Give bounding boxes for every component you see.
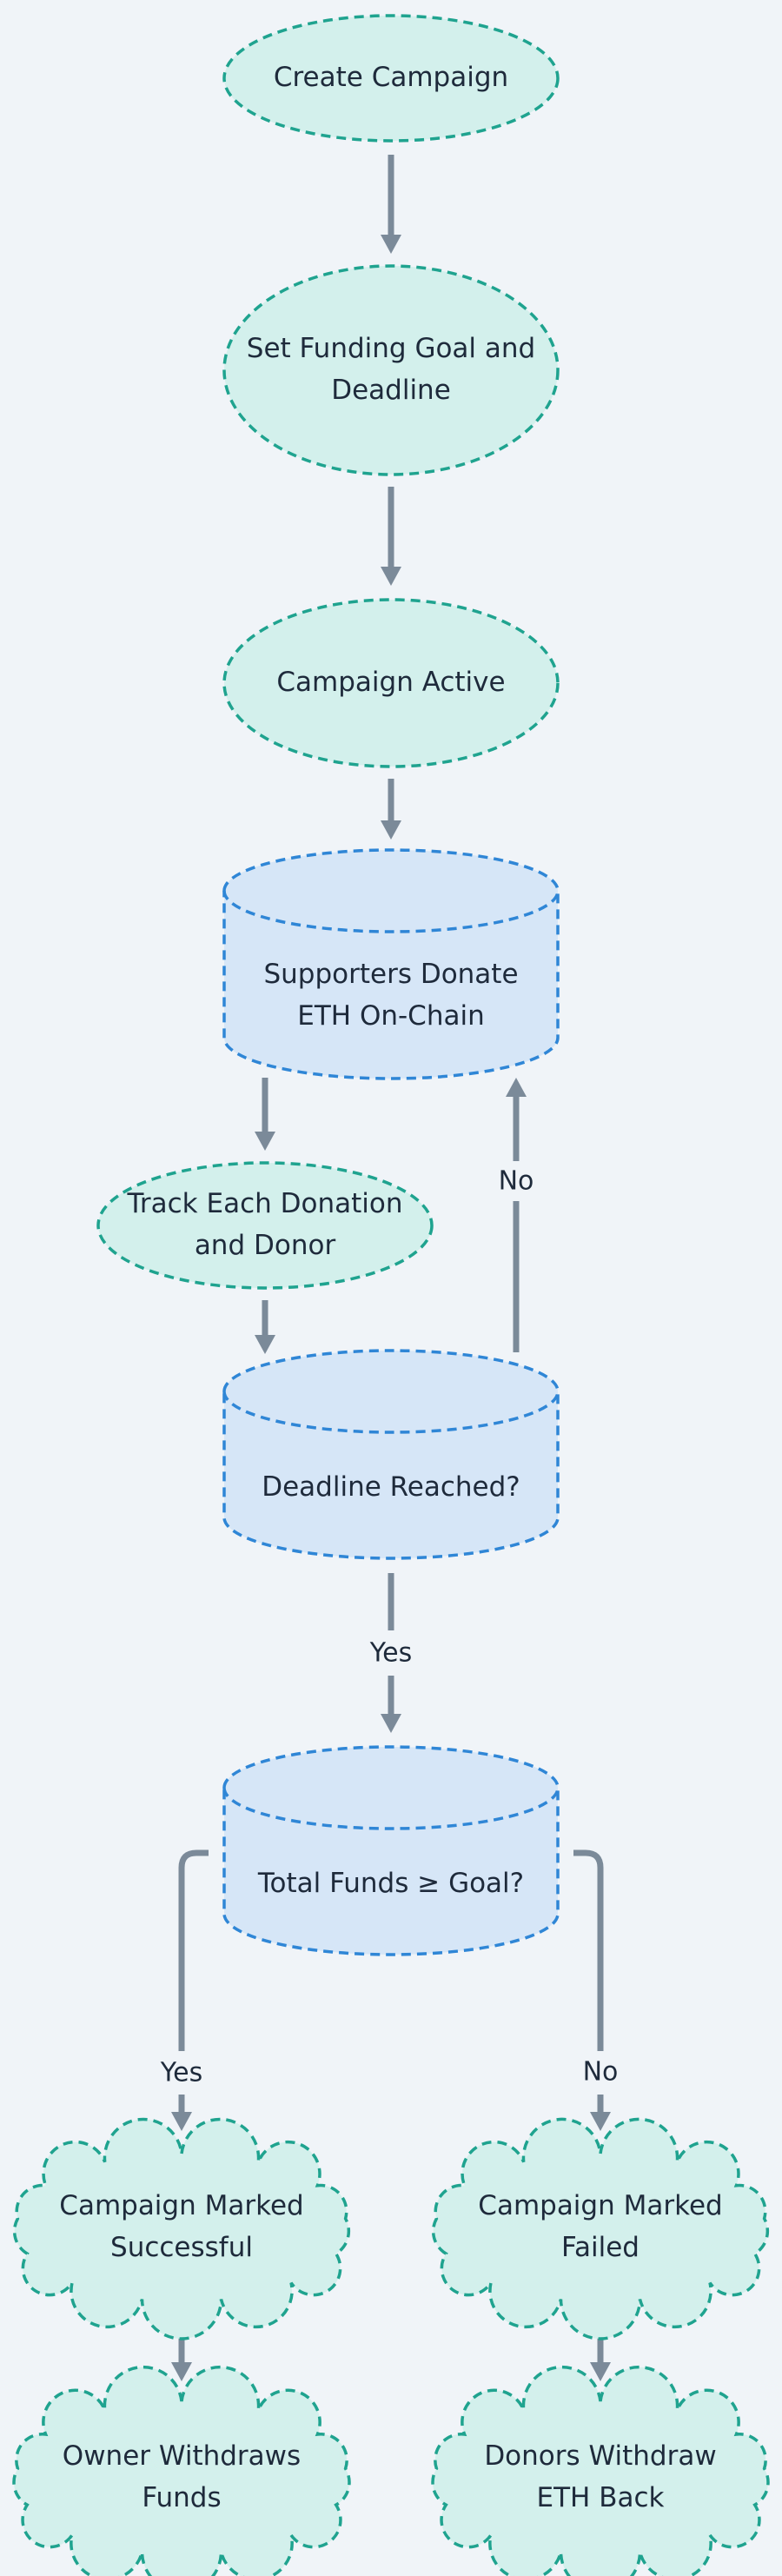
- cloud-shape: [431, 2365, 770, 2576]
- cloud-outline: [12, 2117, 351, 2340]
- node-label-line: Deadline Reached?: [262, 1471, 520, 1503]
- node-label-line: Supporters Donate: [263, 959, 518, 990]
- node-campaign-active: Campaign Active: [222, 598, 560, 768]
- node-label: Create Campaign: [274, 62, 508, 93]
- cloud-outline: [431, 2117, 770, 2340]
- node-label-line: Track Each Donation: [127, 1188, 403, 1219]
- arrowhead-icon: [171, 2112, 192, 2131]
- cylinder-rim: [222, 890, 560, 933]
- node-label-line: Successful: [110, 2232, 253, 2263]
- cylinder-shape: [222, 1349, 560, 1560]
- node-label-line: Total Funds ≥ Goal?: [257, 1868, 524, 1899]
- node-label: Track Each Donation and Donor: [127, 1188, 403, 1261]
- arrowhead-icon: [506, 1078, 527, 1097]
- edge-labels: No Yes Yes No: [160, 1166, 619, 2088]
- edge-goal-no: [573, 1849, 604, 2051]
- ellipse-shape: [222, 264, 560, 476]
- node-label-line: Owner Withdraws: [63, 2440, 301, 2472]
- edge-label-deadline-yes: Yes: [369, 1638, 412, 1669]
- arrowhead-icon: [381, 820, 401, 840]
- edges: [171, 155, 611, 2381]
- cloud-outline: [431, 2365, 770, 2576]
- arrowhead-icon: [255, 1132, 275, 1151]
- node-label-line: and Donor: [195, 1230, 336, 1261]
- node-label-line: Deadline: [331, 375, 451, 406]
- node-label-line: Donors Withdraw: [484, 2440, 716, 2472]
- node-label-line: Campaign Active: [276, 667, 505, 698]
- node-label-line: Funds: [142, 2482, 221, 2513]
- node-total-funds: Total Funds ≥ Goal?: [222, 1745, 560, 1956]
- edge-label-goal-no: No: [583, 2057, 619, 2088]
- cylinder-rim: [222, 1787, 560, 1830]
- arrowhead-icon: [381, 235, 401, 254]
- cylinder-shape: [222, 1745, 560, 1956]
- node-label: Campaign Active: [276, 667, 505, 698]
- arrowhead-icon: [381, 567, 401, 586]
- cylinder-shape: [222, 848, 560, 1080]
- arrowhead-icon: [171, 2362, 192, 2381]
- node-label-line: Campaign Marked: [59, 2190, 303, 2221]
- cloud-shape: [431, 2117, 770, 2340]
- node-deadline-reached: Deadline Reached?: [222, 1349, 560, 1560]
- cylinder-rim: [222, 1391, 560, 1434]
- edge-label-goal-yes: Yes: [160, 2058, 202, 2088]
- edge-label-no-loop: No: [499, 1166, 534, 1197]
- node-label-line: Failed: [561, 2232, 640, 2263]
- cloud-shape: [12, 2117, 351, 2340]
- arrowhead-icon: [590, 2362, 611, 2381]
- ellipse-shape: [96, 1161, 434, 1290]
- node-label: Deadline Reached?: [262, 1471, 520, 1503]
- node-label-line: ETH Back: [537, 2482, 665, 2513]
- arrowhead-icon: [381, 1714, 401, 1733]
- cloud-shape: [12, 2365, 351, 2576]
- node-label: Total Funds ≥ Goal?: [257, 1868, 524, 1899]
- cloud-outline: [12, 2365, 351, 2576]
- node-label-line: Campaign Marked: [478, 2190, 722, 2221]
- ellipse-shape: [222, 598, 560, 768]
- arrowhead-icon: [255, 1335, 275, 1354]
- edge-goal-yes: [178, 1849, 209, 2051]
- node-label-line: ETH On-Chain: [297, 1000, 484, 1032]
- ellipse-shape: [222, 14, 560, 143]
- node-track-donation: Track Each Donation and Donor: [96, 1161, 434, 1290]
- node-label-line: Set Funding Goal and: [247, 333, 535, 364]
- node-create-campaign: Create Campaign: [222, 14, 560, 143]
- node-label-line: Create Campaign: [274, 62, 508, 93]
- arrowhead-icon: [590, 2112, 611, 2131]
